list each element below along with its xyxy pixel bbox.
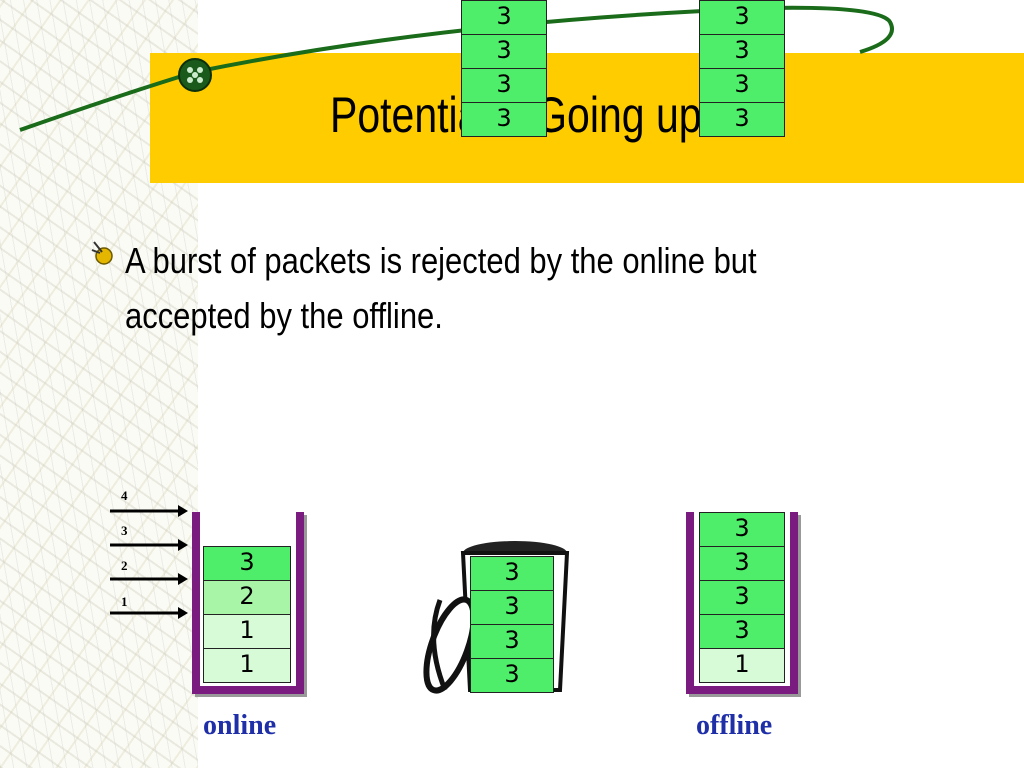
top-right-packet: 3	[699, 34, 785, 69]
arrow-label-2: 2	[121, 558, 128, 573]
trash-packet: 3	[470, 624, 554, 659]
top-left-packet: 3	[461, 0, 547, 35]
top-left-packet: 3	[461, 102, 547, 137]
top-left-packet: 3	[461, 68, 547, 103]
offline-packet: 1	[699, 648, 785, 683]
arrow-label-3: 3	[121, 523, 128, 538]
offline-packet: 3	[699, 614, 785, 649]
green-curve	[19, 5, 894, 132]
online-packet: 3	[203, 546, 291, 581]
trash-packet: 3	[470, 556, 554, 591]
trash-packet: 3	[470, 658, 554, 693]
arrow-label-1: 1	[121, 594, 128, 609]
arrow-2	[110, 573, 188, 585]
arrow-1	[110, 607, 188, 619]
online-packet: 1	[203, 648, 291, 683]
arrow-4	[110, 505, 188, 517]
trash-packet: 3	[470, 590, 554, 625]
online-packet: 2	[203, 580, 291, 615]
online-queue-bin	[192, 512, 304, 694]
ornament-icon	[178, 58, 212, 92]
offline-packet: 3	[699, 580, 785, 615]
arrow-label-4: 4	[121, 488, 128, 503]
offline-queue-bin	[686, 512, 798, 694]
top-right-packet: 3	[699, 0, 785, 35]
bullet-text: A burst of packets is rejected by the on…	[125, 240, 757, 336]
top-right-packet: 3	[699, 102, 785, 137]
offline-label: offline	[696, 710, 773, 741]
bullet-icon	[91, 241, 113, 265]
online-label: online	[203, 710, 277, 741]
top-left-packet: 3	[461, 34, 547, 69]
title-bar	[150, 53, 1024, 183]
online-packet: 1	[203, 614, 291, 649]
top-right-packet: 3	[699, 68, 785, 103]
offline-packet: 3	[699, 512, 785, 547]
offline-packet: 3	[699, 546, 785, 581]
arrow-3	[110, 539, 188, 551]
